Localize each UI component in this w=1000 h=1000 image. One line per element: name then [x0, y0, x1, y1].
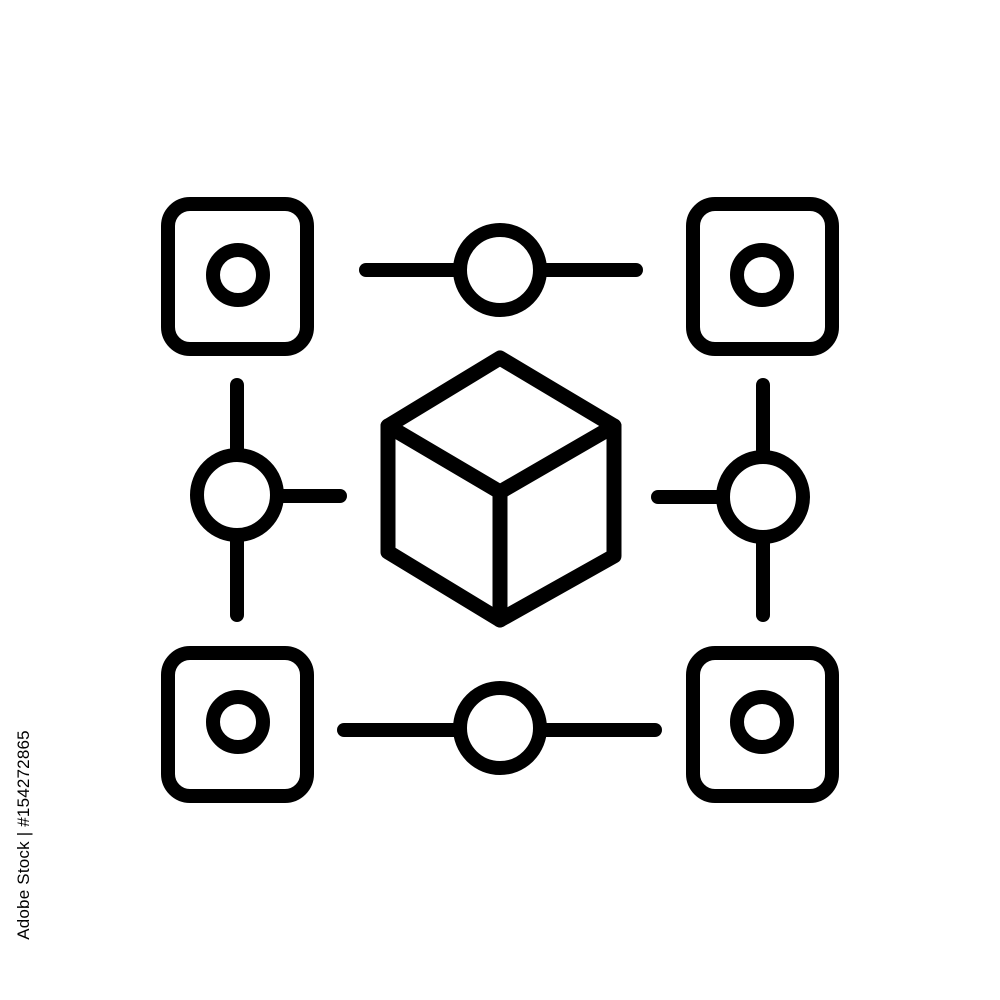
- square-node-icon: [161, 646, 314, 803]
- circle-connector-icon: [190, 378, 347, 622]
- circle-connector-icon: [359, 223, 643, 317]
- stock-id-watermark: Adobe Stock | #154272865: [0, 0, 40, 1000]
- cube-icon: [380, 350, 622, 628]
- square-node-icon: [161, 197, 314, 356]
- square-node-icon: [686, 646, 839, 803]
- circle-connector-icon: [337, 681, 662, 775]
- circle-connector-icon: [651, 378, 810, 622]
- square-node-icon: [686, 197, 839, 356]
- stock-id-text: Adobe Stock | #154272865: [14, 730, 33, 940]
